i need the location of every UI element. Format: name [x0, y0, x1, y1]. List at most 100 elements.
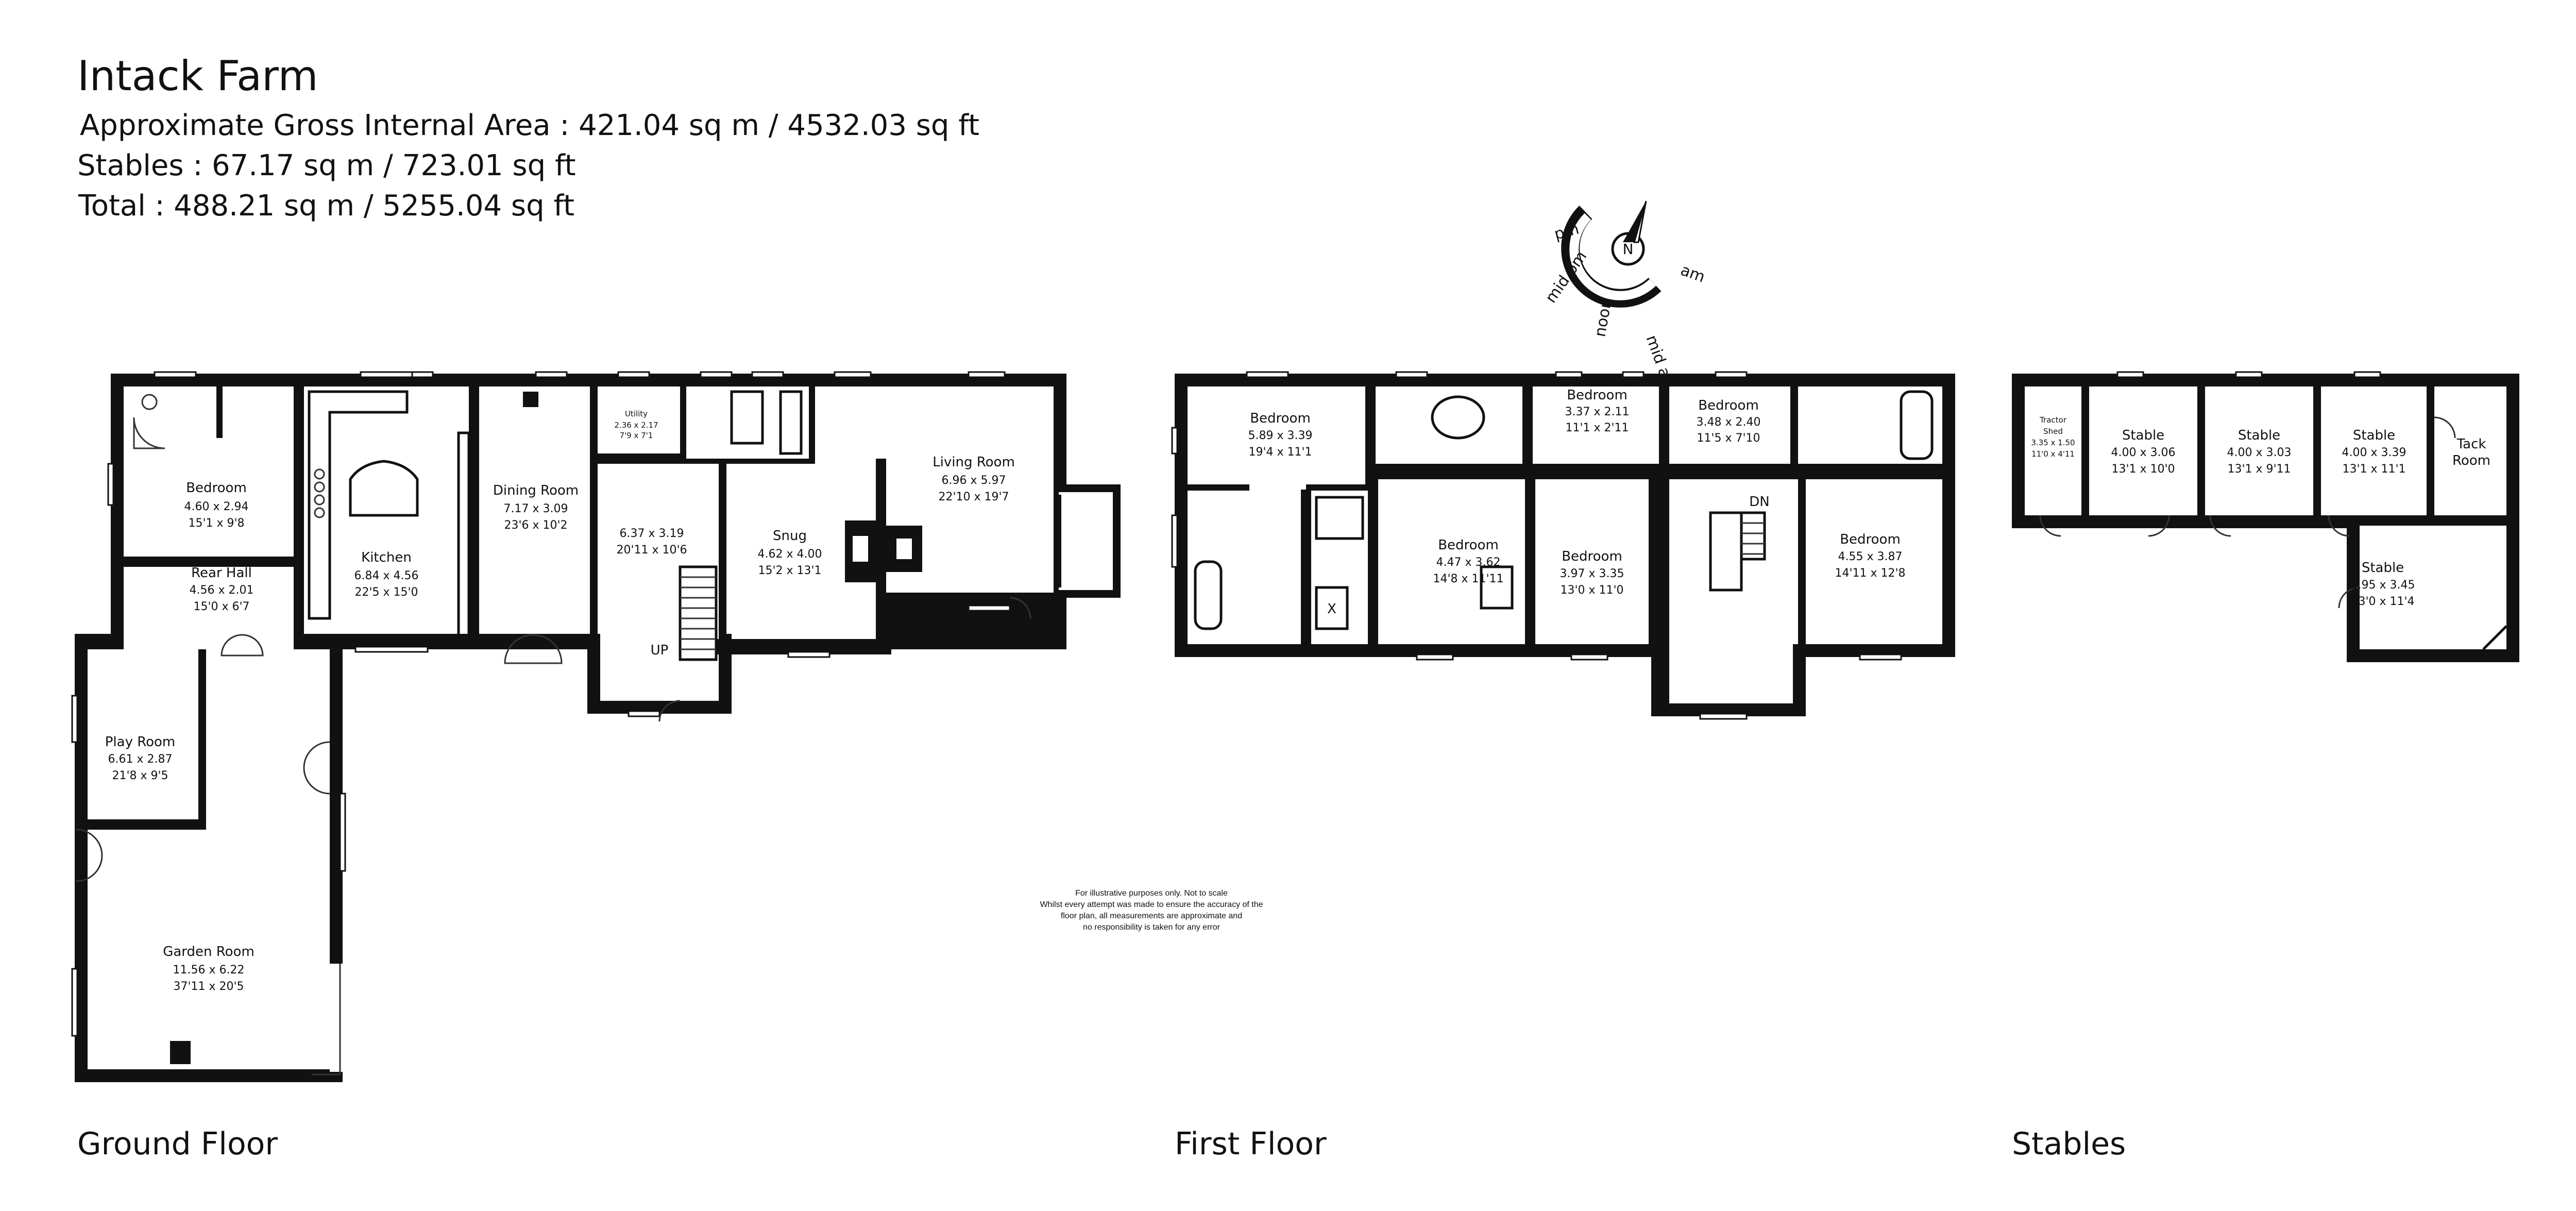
window: [787, 651, 831, 658]
window: [2235, 371, 2263, 378]
bathtub-icon: [1194, 560, 1223, 630]
stable-2-area: [2205, 386, 2313, 515]
area-line-gross: Approximate Gross Internal Area : 421.04…: [80, 109, 979, 142]
header: Intack Farm Approximate Gross Internal A…: [77, 52, 979, 223]
svg-text:4.55 x 3.87: 4.55 x 3.87: [1838, 550, 1903, 563]
svg-text:3.37 x 2.11: 3.37 x 2.11: [1565, 406, 1630, 418]
shower-tray-icon: [730, 390, 764, 445]
window: [751, 371, 784, 378]
svg-text:20'11 x 10'6: 20'11 x 10'6: [616, 544, 687, 557]
stables-plan: Tractor Shed 3.35 x 1.50 11'0 x 4'11 Sta…: [2012, 371, 2519, 662]
svg-text:11'1 x 2'11: 11'1 x 2'11: [1565, 422, 1629, 434]
floor-caption-first: First Floor: [1175, 1126, 1327, 1162]
window: [360, 371, 413, 378]
svg-text:Living Room: Living Room: [933, 455, 1015, 470]
ff-bedroom-5-area: [1535, 479, 1649, 644]
svg-text:15'2 x 13'1: 15'2 x 13'1: [758, 564, 821, 577]
ff-bedroom-3-area: [1669, 386, 1790, 464]
svg-text:3.95 x 3.45: 3.95 x 3.45: [2351, 579, 2415, 592]
area-line-stables: Stables : 67.17 sq m / 723.01 sq ft: [77, 149, 576, 182]
window: [968, 604, 1011, 612]
svg-text:Bedroom: Bedroom: [1698, 398, 1759, 413]
kitchen-worktop: [308, 390, 409, 620]
stairs-down-label: DN: [1749, 494, 1769, 510]
window: [354, 646, 429, 653]
room-label-ff-bedroom-6: Bedroom 4.55 x 3.87 14'11 x 12'8: [1835, 532, 1905, 580]
floor-caption-stables: Stables: [2012, 1126, 2126, 1162]
window: [1570, 653, 1608, 661]
svg-text:13'0 x 11'4: 13'0 x 11'4: [2351, 595, 2414, 608]
svg-text:7'9 x 7'1: 7'9 x 7'1: [620, 431, 653, 440]
svg-text:4.00 x 3.39: 4.00 x 3.39: [2342, 446, 2406, 459]
window: [1171, 514, 1178, 568]
window: [154, 371, 197, 378]
svg-text:Bedroom: Bedroom: [1567, 388, 1628, 403]
fixture-x-mark: X: [1327, 601, 1336, 617]
svg-text:6.37 x 3.19: 6.37 x 3.19: [620, 527, 684, 540]
window: [700, 371, 733, 378]
svg-text:Garden Room: Garden Room: [163, 944, 255, 960]
svg-text:Bedroom: Bedroom: [186, 480, 247, 496]
tack-room-area: [2434, 386, 2506, 515]
compass-am-label: am: [1678, 261, 1707, 287]
window: [2353, 371, 2381, 378]
rear-hall-area: [124, 567, 294, 634]
room-label-ff-bedroom-1: Bedroom 5.89 x 3.39 19'4 x 11'1: [1248, 411, 1313, 459]
room-label-tractor-shed: Tractor Shed 3.35 x 1.50 11'0 x 4'11: [2031, 415, 2075, 459]
svg-text:Bedroom: Bedroom: [1250, 411, 1311, 426]
disclaimer-line: For illustrative purposes only. Not to s…: [1075, 889, 1228, 898]
disclaimer-line: Whilst every attempt was made to ensure …: [1040, 900, 1263, 909]
compass-noon-label: noon: [1591, 297, 1615, 339]
room-label-stable-3: Stable 4.00 x 3.39 13'1 x 11'1: [2342, 428, 2406, 476]
disclaimer: For illustrative purposes only. Not to s…: [1040, 889, 1263, 932]
svg-text:22'5 x 15'0: 22'5 x 15'0: [354, 586, 418, 599]
window: [1715, 371, 1748, 378]
room-label-ff-bedroom-2: Bedroom 3.37 x 2.11 11'1 x 2'11: [1565, 388, 1630, 434]
door-swing: [533, 634, 563, 664]
compass-north-label: N: [1623, 241, 1634, 258]
window: [411, 371, 434, 378]
svg-text:Utility: Utility: [625, 409, 648, 418]
ff-bedroom-1-area: [1188, 386, 1365, 490]
svg-text:6.84 x 4.56: 6.84 x 4.56: [354, 569, 419, 582]
svg-text:4.62 x 4.00: 4.62 x 4.00: [758, 548, 822, 561]
window: [1171, 427, 1178, 455]
room-label-hall: 6.37 x 3.19 20'11 x 10'6: [616, 527, 687, 557]
svg-text:4.00 x 3.06: 4.00 x 3.06: [2111, 446, 2176, 459]
window: [1699, 713, 1748, 720]
svg-text:Stable: Stable: [2238, 428, 2280, 443]
room-label-play: Play Room 6.61 x 2.87 21'8 x 9'5: [105, 734, 176, 782]
svg-text:Stable: Stable: [2362, 560, 2404, 576]
window: [628, 710, 660, 717]
window: [1395, 371, 1428, 378]
room-label-garden: Garden Room 11.56 x 6.22 37'11 x 20'5: [163, 944, 255, 993]
svg-text:6.96 x 5.97: 6.96 x 5.97: [942, 474, 1006, 487]
room-label-ff-bedroom-4: Bedroom 4.47 x 3.62 14'8 x 11'11: [1433, 537, 1503, 585]
window: [71, 968, 78, 1037]
svg-text:21'8 x 9'5: 21'8 x 9'5: [112, 769, 168, 782]
window: [1859, 653, 1902, 661]
stable-4-area: [2360, 526, 2506, 649]
first-floor-plan: X DN Bedroom 5.89 x 3.39 19'4 x 11'1 Bed…: [1171, 371, 1955, 720]
svg-text:Stable: Stable: [2122, 428, 2164, 443]
garden-room-area: [88, 830, 330, 1069]
ff-bedroom-2-area: [1533, 386, 1662, 464]
ground-floor-plan: Bedroom 4.60 x 2.94 15'1 x 9'8 Rear Hall…: [71, 371, 1121, 1082]
room-label-stable-1: Stable 4.00 x 3.06 13'1 x 10'0: [2111, 428, 2176, 476]
shower-tray-icon: [1315, 496, 1364, 540]
ground-floor-staircase: [679, 565, 718, 661]
svg-text:37'11 x 20'5: 37'11 x 20'5: [173, 980, 244, 993]
room-label-dining: Dining Room 7.17 x 3.09 23'6 x 10'2: [493, 483, 579, 532]
window: [71, 695, 78, 743]
svg-text:4.56 x 2.01: 4.56 x 2.01: [190, 584, 254, 597]
property-title: Intack Farm: [77, 52, 318, 100]
svg-text:2.36 x 2.17: 2.36 x 2.17: [614, 421, 658, 430]
compass-rose: N am mid am noon mid pm pm: [1542, 200, 1707, 394]
svg-text:13'0 x 11'0: 13'0 x 11'0: [1560, 584, 1623, 597]
svg-text:3.35 x 1.50: 3.35 x 1.50: [2031, 438, 2075, 447]
room-label-living: Living Room 6.96 x 5.97 22'10 x 19'7: [933, 455, 1015, 503]
svg-text:4.47 x 3.62: 4.47 x 3.62: [1436, 556, 1501, 569]
svg-text:11'5 x 7'10: 11'5 x 7'10: [1697, 432, 1760, 445]
window: [107, 463, 114, 506]
svg-text:Rear Hall: Rear Hall: [191, 565, 252, 581]
